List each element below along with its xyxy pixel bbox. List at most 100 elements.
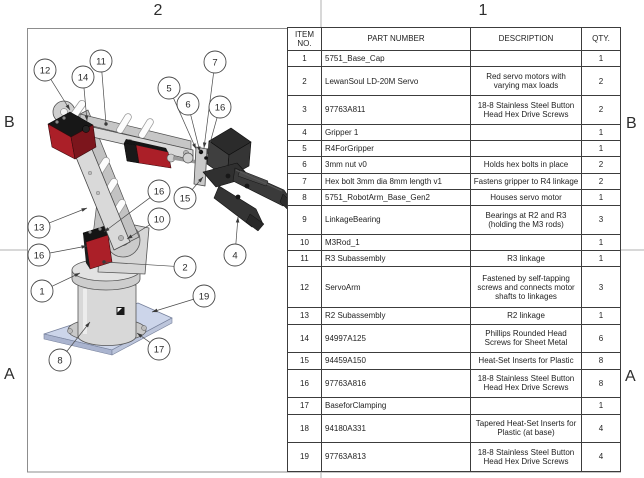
bom-cell-desc	[470, 49, 582, 68]
bom-cell-desc	[470, 123, 582, 141]
bom-cell-part: R4ForGripper	[321, 139, 471, 158]
bom-cell-qty: 1	[581, 49, 621, 68]
bom-cell-part: BaseforClamping	[321, 397, 471, 415]
bom-cell-no: 1	[287, 49, 322, 68]
balloon-14: 14	[71, 65, 95, 122]
bom-cell-part: M3Rod_1	[321, 233, 471, 252]
bom-cell-part: 5751_Base_Cap	[321, 49, 471, 68]
bom-cell-desc: Tapered Heat-Set Inserts for Plastic (at…	[470, 413, 582, 444]
balloon-number: 10	[154, 214, 165, 225]
leader-arrowhead	[196, 146, 201, 152]
leader-arrowhead	[85, 322, 90, 328]
bom-cell-no: 13	[287, 307, 322, 325]
balloon-circle	[173, 255, 197, 279]
zone-row-label-a-left: A	[4, 366, 15, 383]
balloon-number: 11	[96, 56, 106, 67]
base-cylinder	[77, 284, 137, 346]
leader-line	[203, 72, 214, 149]
bom-cell-part: Gripper 1	[321, 123, 471, 141]
balloon-circle	[27, 243, 51, 267]
leader-arrowhead	[152, 308, 158, 313]
balloon-number: 16	[215, 102, 226, 113]
bom-cell-desc: Fastens gripper to R4 linkage	[470, 172, 582, 190]
leader-line	[50, 79, 71, 111]
leader-arrowhead	[81, 245, 87, 249]
leader-line	[49, 207, 88, 224]
bom-cell-qty: 4	[581, 442, 621, 472]
balloon-6: 6	[176, 92, 201, 153]
leader-arrowhead	[84, 115, 89, 121]
balloon-circle	[147, 207, 171, 231]
balloon-number: 15	[180, 193, 191, 204]
bom-cell-part: 97763A816	[321, 368, 471, 399]
bom-cell-qty: 3	[581, 266, 621, 309]
balloon-15: 15	[173, 176, 204, 210]
balloon-number: 12	[40, 65, 51, 76]
zone-row-label-a-right: A	[625, 368, 636, 385]
balloon-8: 8	[48, 321, 91, 372]
bom-cell-no: 15	[287, 352, 322, 370]
bom-cell-desc: 18-8 Stainless Steel Button Head Hex Dri…	[470, 94, 582, 125]
balloon-circle	[208, 95, 232, 119]
balloon-7: 7	[202, 50, 227, 149]
balloon-16: 16	[27, 243, 88, 267]
balloon-number: 5	[166, 83, 171, 94]
bom-cell-no: 19	[287, 442, 322, 472]
bom-cell-qty: 1	[581, 250, 621, 268]
bom-cell-no: 6	[287, 156, 322, 174]
leader-arrowhead	[127, 234, 133, 239]
balloon-number: 2	[182, 262, 187, 273]
bom-cell-qty: 1	[581, 188, 621, 207]
bom-header-qty: QTY.	[581, 27, 621, 51]
balloon-number: 16	[34, 250, 45, 261]
bom-cell-no: 4	[287, 123, 322, 141]
balloon-circle	[33, 58, 57, 82]
leader-arrowhead	[206, 148, 211, 154]
balloon-number: 1	[39, 286, 44, 297]
balloon-number: 19	[199, 291, 210, 302]
bom-cell-qty: 1	[581, 397, 621, 415]
bom-cell-desc: Heat-Set Inserts for Plastic	[470, 352, 582, 370]
balloon-17: 17	[136, 332, 171, 361]
balloon-circle	[147, 179, 171, 203]
bom-cell-qty: 8	[581, 368, 621, 399]
bom-header-item-no: ITEM NO.	[287, 27, 322, 51]
balloon-1: 1	[30, 272, 81, 303]
balloon-13: 13	[27, 207, 88, 239]
balloon-number: 4	[232, 250, 237, 261]
bom-cell-no: 5	[287, 139, 322, 158]
leader-arrowhead	[202, 142, 207, 148]
balloon-circle	[173, 186, 197, 210]
bom-cell-no: 18	[287, 413, 322, 444]
bom-cell-qty: 2	[581, 172, 621, 190]
leader-line	[103, 197, 151, 233]
zone-row-label-b-left: B	[4, 114, 15, 131]
balloon-circle	[48, 348, 72, 372]
balloon-number: 7	[212, 57, 217, 68]
bom-cell-part: 94997A125	[321, 323, 471, 354]
balloon-circle	[157, 76, 181, 100]
base-servo	[82, 225, 113, 270]
bom-cell-desc: Fastened by self-tapping screws and conn…	[470, 266, 582, 309]
bom-cell-no: 2	[287, 66, 322, 96]
bom-cell-part: 3mm nut v0	[321, 156, 471, 174]
bom-cell-no: 9	[287, 205, 322, 235]
balloon-10: 10	[126, 207, 171, 240]
bom-cell-desc: 18-8 Stainless Steel Button Head Hex Dri…	[470, 442, 582, 472]
leader-arrowhead	[137, 333, 143, 338]
bom-cell-qty: 1	[581, 307, 621, 325]
